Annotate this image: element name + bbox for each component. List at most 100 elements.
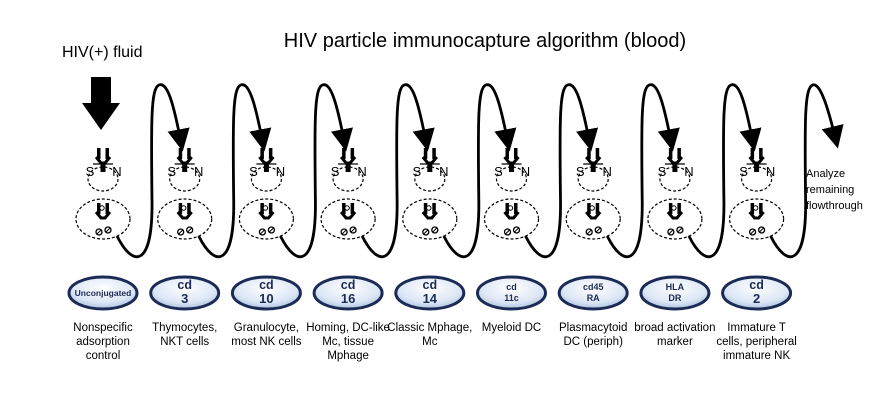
badge-label-line1: HLA [666, 282, 685, 292]
receptor-n-label: N [112, 164, 121, 179]
input-label: HIV(+) fluid [62, 44, 143, 61]
virion-icon [344, 205, 350, 211]
antibody-badge: cd3 [149, 275, 221, 311]
badge-label-line1: cd [177, 278, 192, 292]
capture-ellipse [238, 198, 294, 240]
capture-column: S N Unconjugated [67, 148, 139, 311]
receptor-s-label: S [249, 164, 258, 179]
badge-label-line1: cd45 [583, 282, 604, 292]
bead-ellipse [250, 166, 282, 192]
virion-icon [507, 205, 514, 211]
receptor-s-label: S [86, 164, 95, 179]
bead-ellipse [495, 166, 528, 192]
capture-ellipse [647, 198, 703, 240]
capture-ellipse [728, 198, 785, 240]
badge-label-line1: cd [341, 278, 356, 292]
badge-label-line1: cd [506, 282, 517, 292]
bead-ellipse [577, 166, 609, 192]
receptor-n-label: N [276, 164, 285, 179]
badge-label-line2: DR [668, 293, 681, 303]
virion-icon [426, 205, 432, 211]
receptor-n-label: N [766, 164, 775, 179]
capture-ellipse [565, 198, 621, 240]
flow-arrow [769, 83, 844, 259]
column-caption: Granulocyte, most NK cells [231, 322, 302, 348]
flow-arrow [115, 83, 190, 259]
column-caption: Plasmacytoid DC (periph) [558, 322, 628, 348]
capture-ellipse [75, 198, 131, 240]
badge-label-line2: 11c [504, 293, 519, 303]
column-caption: Nonspecific adsorption control [73, 322, 133, 362]
column-caption: Thymocytes, NKT cells [152, 322, 218, 348]
capture-ellipse [157, 198, 213, 240]
flow-arrow [442, 83, 517, 259]
badge-label: Unconjugated [75, 288, 132, 298]
receptor-s-label: S [412, 164, 421, 179]
flow-arrow [687, 83, 762, 259]
receptor-n-label: N [521, 164, 530, 179]
column-caption: broad activation marker [634, 322, 716, 348]
badge-label-line2: RA [587, 293, 600, 303]
virion-icon [589, 205, 595, 211]
diagram-title: HIV particle immunocapture algorithm (bl… [283, 30, 687, 52]
virion-icon [752, 205, 759, 211]
output-label: Analyze remaining flowthrough [806, 168, 863, 212]
bead-ellipse [414, 166, 446, 192]
virion-icon [181, 205, 187, 211]
receptor-s-label: S [167, 164, 176, 179]
badge-label-line1: cd [259, 278, 274, 292]
antibody-badge: Unconjugated [67, 275, 139, 311]
receptor-s-label: S [331, 164, 340, 179]
flow-arrow [605, 83, 680, 259]
virion-icon [262, 205, 269, 211]
badge-label-line1: cd [423, 278, 438, 292]
flow-arrow [197, 83, 272, 259]
badge-label-line1: cd [749, 278, 764, 292]
bead-ellipse [169, 166, 201, 192]
badge-label-line2: 14 [423, 291, 438, 306]
column-caption: Myeloid DC [481, 322, 542, 334]
flow-arrow [360, 83, 435, 259]
receptor-n-label: N [357, 164, 366, 179]
badge-label-line2: 16 [341, 291, 355, 306]
badge-label-line2: 10 [259, 291, 273, 306]
virion-icon [671, 205, 677, 211]
capture-ellipse [320, 198, 376, 240]
column-caption: Classic Mphage, Mc [387, 322, 473, 348]
column-caption: Immature T cells, peripheral immature NK [716, 322, 797, 362]
input-arrow-icon [82, 77, 120, 130]
virion-icon [99, 205, 105, 211]
bead-ellipse [87, 166, 119, 192]
antibody-badge: cd2 [721, 275, 793, 311]
bead-ellipse [740, 166, 773, 192]
receptor-n-label: N [439, 164, 448, 179]
receptor-n-label: N [194, 164, 203, 179]
flow-arrow [279, 83, 353, 259]
badge-label-line2: 3 [181, 291, 188, 306]
receptor-s-label: S [494, 164, 503, 179]
column-caption: Homing, DC-like Mc, tissue Mphage [306, 322, 390, 362]
receptor-n-label: N [603, 164, 612, 179]
receptor-s-label: S [658, 164, 667, 179]
flow-arrow [524, 83, 599, 259]
capture-ellipse [402, 198, 458, 240]
bead-ellipse [659, 166, 691, 192]
bead-ellipse [332, 166, 364, 192]
badge-label-line2: 2 [753, 291, 760, 306]
receptor-s-label: S [576, 164, 585, 179]
receptor-n-label: N [684, 164, 693, 179]
